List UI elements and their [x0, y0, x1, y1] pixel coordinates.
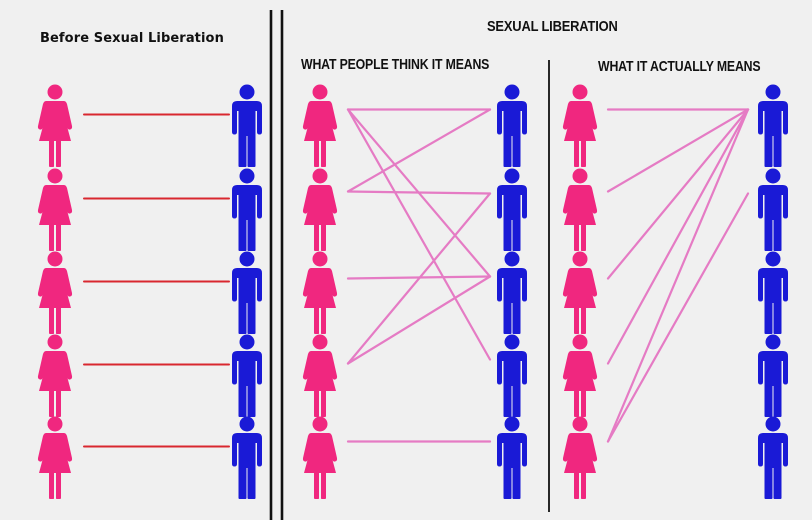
connection-line	[606, 192, 750, 443]
man-figure-icon	[758, 251, 788, 334]
man-figure-icon	[497, 416, 527, 499]
connection-line	[346, 108, 492, 193]
man-figure-icon	[758, 168, 788, 251]
man-figure-icon	[232, 334, 262, 417]
man-figure-icon	[497, 334, 527, 417]
connection-line	[346, 190, 492, 195]
man-figure-icon	[758, 334, 788, 417]
man-figure-icon	[232, 251, 262, 334]
man-figure-icon	[232, 84, 262, 167]
woman-figure-icon	[302, 416, 338, 499]
connection-line	[606, 108, 750, 193]
what-it-actually-means-heading: WHAT IT ACTUALLY MEANS	[598, 58, 761, 75]
man-figure-icon	[497, 84, 527, 167]
man-figure-icon	[232, 416, 262, 499]
man-figure-icon	[497, 251, 527, 334]
man-figure-icon	[497, 168, 527, 251]
what-people-think-heading: WHAT PEOPLE THINK IT MEANS	[301, 56, 490, 73]
sexual-liberation-title: SEXUAL LIBERATION	[487, 18, 618, 35]
woman-figure-icon	[302, 168, 338, 251]
woman-figure-icon	[37, 168, 73, 251]
connection-line	[346, 192, 492, 365]
woman-figure-icon	[562, 84, 598, 167]
woman-figure-icon	[302, 251, 338, 334]
woman-figure-icon	[562, 251, 598, 334]
woman-figure-icon	[562, 168, 598, 251]
woman-figure-icon	[37, 416, 73, 499]
woman-figure-icon	[302, 334, 338, 417]
connection-line	[346, 108, 492, 361]
woman-figure-icon	[37, 84, 73, 167]
connection-line	[606, 108, 750, 280]
connection-line	[606, 108, 750, 443]
woman-figure-icon	[302, 84, 338, 167]
woman-figure-icon	[37, 334, 73, 417]
man-figure-icon	[758, 416, 788, 499]
woman-figure-icon	[562, 334, 598, 417]
woman-figure-icon	[37, 251, 73, 334]
man-figure-icon	[232, 168, 262, 251]
connection-line	[346, 275, 492, 365]
before-title: Before Sexual Liberation	[40, 31, 224, 46]
woman-figure-icon	[562, 416, 598, 499]
connection-line	[606, 108, 750, 365]
man-figure-icon	[758, 84, 788, 167]
